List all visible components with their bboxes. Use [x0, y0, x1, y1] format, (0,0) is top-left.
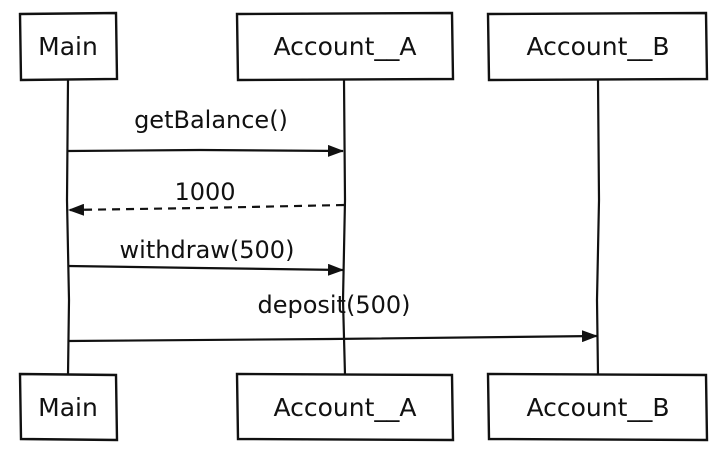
message-arrow: [67, 263, 344, 276]
participant-label: Account__B: [526, 393, 669, 422]
message-return-1000: 1000: [68, 178, 345, 216]
participant-account-b-bottom: Account__B: [486, 372, 709, 442]
message-label: withdraw(500): [120, 236, 295, 264]
participant-label: Main: [38, 32, 98, 61]
participant-label: Account__A: [273, 32, 416, 61]
participant-account-a-top: Account__A: [235, 11, 455, 82]
participant-main-bottom: Main: [18, 372, 119, 442]
message-deposit: deposit(500): [67, 291, 598, 343]
participant-main-top: Main: [18, 11, 119, 82]
participant-account-a-bottom: Account__A: [235, 372, 455, 442]
message-label: deposit(500): [257, 291, 410, 319]
message-withdraw: withdraw(500): [67, 236, 344, 276]
message-arrow: [67, 144, 344, 157]
lifeline-account-a: [341, 79, 347, 376]
participant-label: Account__B: [526, 32, 669, 61]
lifeline-account-b: [595, 79, 601, 376]
message-arrow: [67, 330, 598, 343]
message-label: getBalance(): [134, 106, 288, 134]
participant-label: Main: [38, 393, 98, 422]
message-arrow: [68, 203, 345, 216]
message-label: 1000: [174, 178, 235, 206]
participant-account-b-top: Account__B: [486, 11, 709, 82]
message-get-balance: getBalance(): [67, 106, 344, 157]
lifeline-main: [65, 79, 71, 376]
participant-label: Account__A: [273, 393, 416, 422]
